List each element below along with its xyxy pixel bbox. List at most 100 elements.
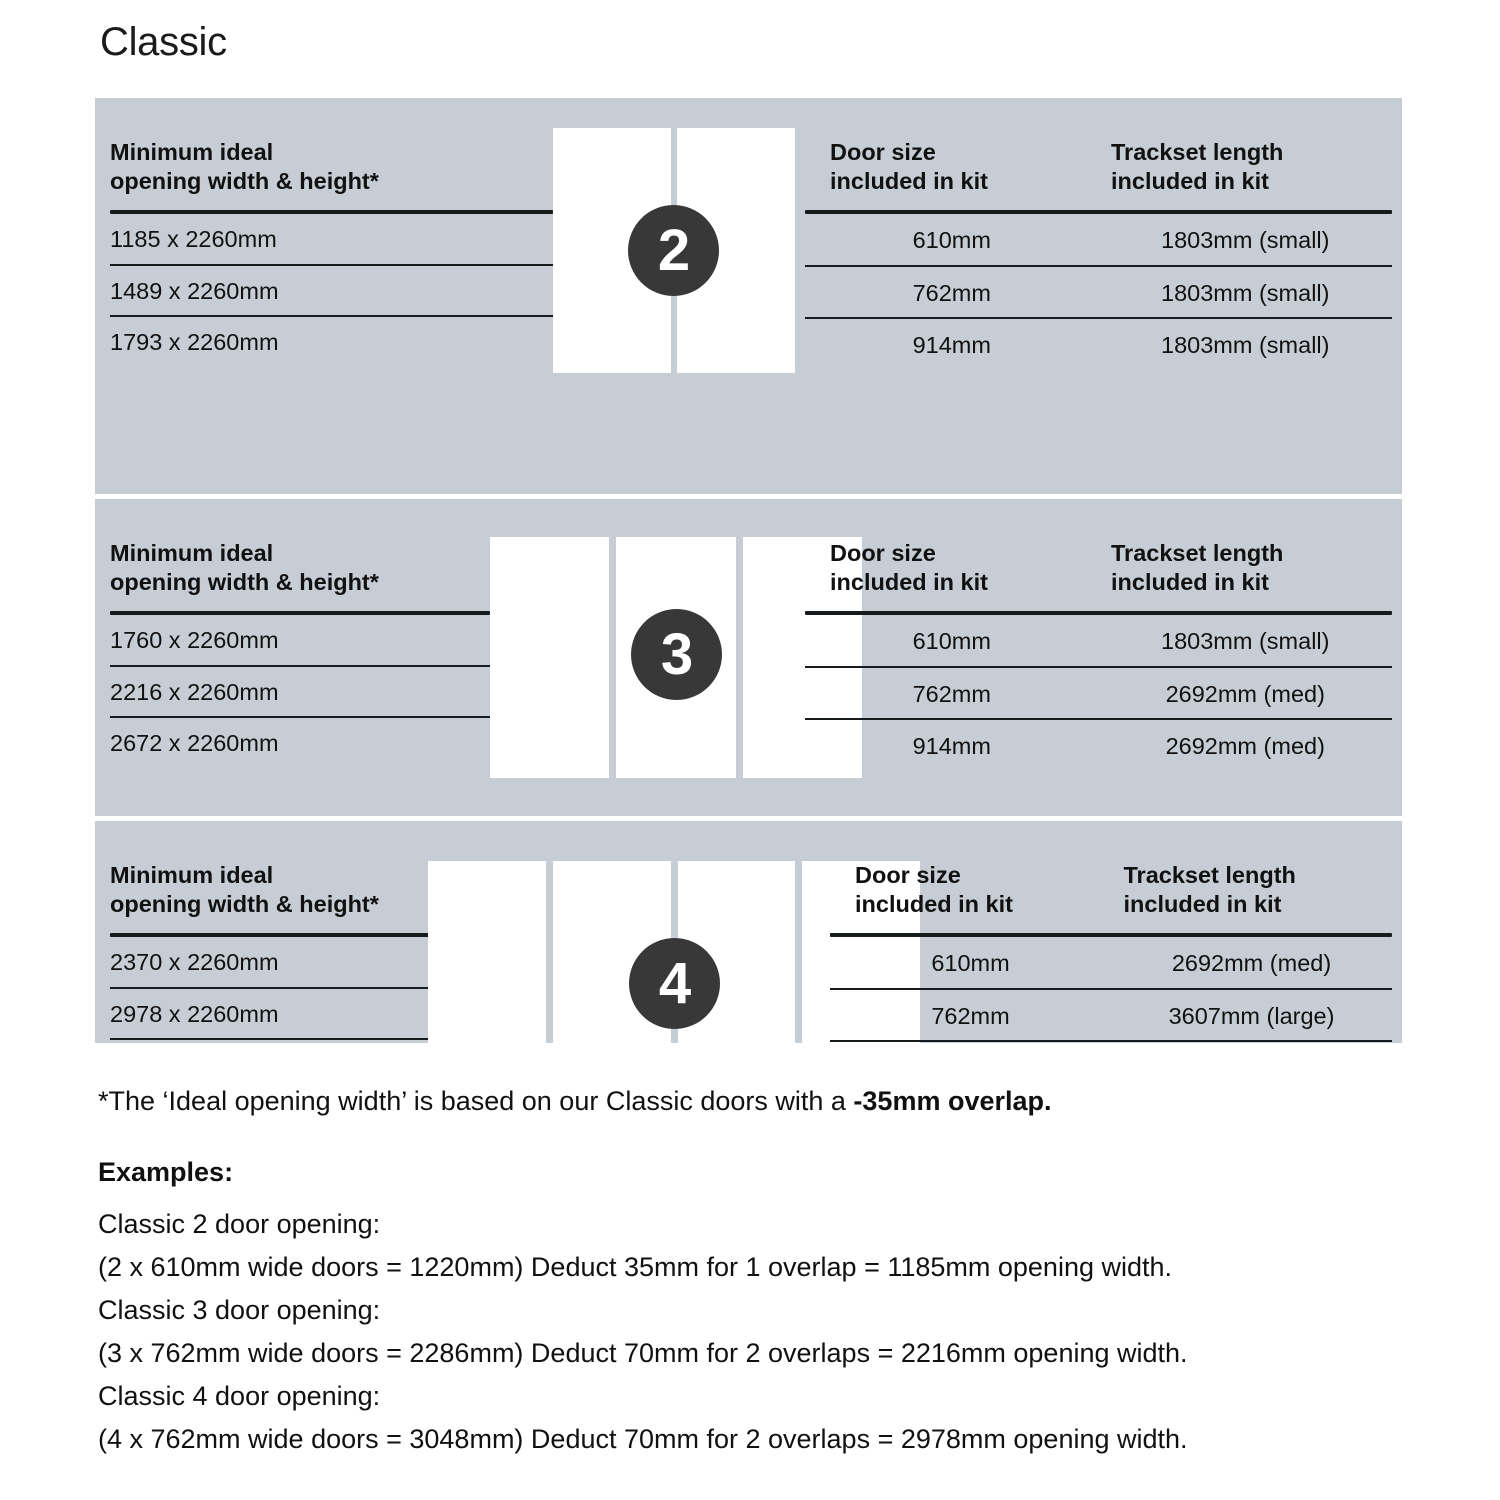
opening-value: 2978 x 2260mm bbox=[110, 1000, 279, 1027]
door-size-value: 914mm bbox=[912, 733, 991, 760]
row-rule bbox=[110, 664, 490, 667]
opening-value: 1185 x 2260mm bbox=[110, 226, 277, 253]
door-size-value: 762mm bbox=[912, 680, 991, 707]
trackset-value: 3607mm (large) bbox=[1168, 1002, 1335, 1029]
opening-value: 1489 x 2260mm bbox=[110, 277, 279, 304]
trackset-value: 1803mm (small) bbox=[1161, 279, 1330, 306]
example-line: Classic 4 door opening: bbox=[98, 1381, 381, 1411]
row-rule bbox=[805, 665, 1392, 668]
table-row: 762mm 3607mm (large) bbox=[830, 990, 1392, 1041]
kit-table-2: Door size included in kit Trackset lengt… bbox=[805, 138, 1392, 370]
header-rule bbox=[110, 933, 435, 938]
trackset-value: 2692mm (med) bbox=[1165, 733, 1325, 760]
examples-list: Classic 2 door opening: (2 x 610mm wide … bbox=[98, 1203, 1188, 1461]
header-rule bbox=[830, 933, 1392, 938]
header-rule bbox=[110, 611, 490, 616]
opening-value: 1793 x 2260mm bbox=[110, 329, 279, 356]
section-3-door: Minimum ideal opening width & height* 17… bbox=[95, 499, 1402, 816]
openings-table-2: Minimum ideal opening width & height* 11… bbox=[110, 138, 553, 367]
row-rule bbox=[110, 716, 490, 719]
table-row: 610mm 2692mm (med) bbox=[830, 937, 1392, 988]
row-rule bbox=[830, 1040, 1392, 1043]
table-row: 762mm 1803mm (small) bbox=[805, 267, 1392, 318]
opening-value: 2216 x 2260mm bbox=[110, 678, 279, 705]
door-panel bbox=[428, 861, 546, 1108]
section-2-door: Minimum ideal opening width & height* 11… bbox=[95, 98, 1402, 494]
spec-panel: Minimum ideal opening width & height* 11… bbox=[95, 98, 1402, 1108]
door-count-badge-2: 2 bbox=[628, 205, 719, 296]
table-row: 1185 x 2260mm bbox=[110, 214, 553, 266]
door-size-header: Door size included in kit bbox=[830, 139, 988, 195]
door-size-value: 914mm bbox=[912, 332, 991, 359]
door-diagram-4 bbox=[428, 861, 920, 1108]
row-rule bbox=[805, 264, 1392, 267]
door-count-badge-4: 4 bbox=[629, 938, 720, 1029]
door-size-value: 762mm bbox=[912, 279, 991, 306]
header-rule bbox=[805, 611, 1392, 616]
footnote: *The ‘Ideal opening width’ is based on o… bbox=[98, 1085, 1052, 1117]
trackset-value: 1803mm (small) bbox=[1161, 628, 1330, 655]
door-count-badge-3: 3 bbox=[631, 609, 722, 700]
trackset-value: 1803mm (small) bbox=[1161, 332, 1330, 359]
door-panel bbox=[742, 537, 862, 778]
example-line: (3 x 762mm wide doors = 2286mm) Deduct 7… bbox=[98, 1338, 1188, 1368]
door-size-value: 762mm bbox=[931, 1002, 1010, 1029]
examples-title: Examples: bbox=[98, 1157, 234, 1187]
row-rule bbox=[110, 263, 553, 266]
footnote-bold: -35mm overlap. bbox=[853, 1086, 1052, 1116]
footnote-plain: *The ‘Ideal opening width’ is based on o… bbox=[98, 1086, 854, 1116]
table-row: 914mm 2692mm (med) bbox=[805, 720, 1392, 771]
opening-value: 1760 x 2260mm bbox=[110, 627, 279, 654]
section-divider-1 bbox=[95, 494, 1402, 499]
trackset-header: Trackset length included in kit bbox=[1123, 862, 1296, 918]
trackset-value: 2692mm (med) bbox=[1165, 680, 1325, 707]
example-line: (4 x 762mm wide doors = 3048mm) Deduct 7… bbox=[98, 1424, 1188, 1454]
door-size-value: 610mm bbox=[912, 227, 991, 254]
trackset-header: Trackset length included in kit bbox=[1111, 139, 1284, 195]
header-rule bbox=[805, 210, 1392, 215]
trackset-value: 2692mm (med) bbox=[1171, 950, 1332, 977]
openings-table-3: Minimum ideal opening width & height* 17… bbox=[110, 539, 490, 768]
row-rule bbox=[830, 987, 1392, 990]
door-size-header: Door size included in kit bbox=[830, 540, 988, 596]
section-divider-2 bbox=[95, 816, 1402, 821]
openings-header: Minimum ideal opening width & height* bbox=[110, 862, 379, 918]
example-line: Classic 3 door opening: bbox=[98, 1295, 381, 1325]
openings-header: Minimum ideal opening width & height* bbox=[110, 139, 379, 195]
kit-table-4: Door size included in kit Trackset lengt… bbox=[830, 861, 1392, 1043]
door-size-value: 610mm bbox=[912, 628, 991, 655]
section-4-door: Minimum ideal opening width & height* 23… bbox=[95, 821, 1402, 1108]
kit-table-3: Door size included in kit Trackset lengt… bbox=[805, 539, 1392, 771]
table-row: 1793 x 2260mm bbox=[110, 317, 553, 367]
opening-value: 2370 x 2260mm bbox=[110, 949, 279, 976]
table-row: 914mm 1803mm (small) bbox=[805, 319, 1392, 370]
openings-header: Minimum ideal opening width & height* bbox=[110, 540, 379, 596]
page-title: Classic bbox=[100, 20, 227, 64]
table-row: 762mm 2692mm (med) bbox=[805, 668, 1392, 719]
table-row: 2216 x 2260mm bbox=[110, 667, 490, 719]
door-size-value: 610mm bbox=[931, 950, 1010, 977]
table-row: 1760 x 2260mm bbox=[110, 615, 490, 667]
openings-table-4: Minimum ideal opening width & height* 23… bbox=[110, 861, 435, 1041]
door-diagram-3 bbox=[490, 537, 862, 778]
table-row: 610mm 1803mm (small) bbox=[805, 615, 1392, 666]
table-row: 610mm 1803mm (small) bbox=[805, 214, 1392, 265]
row-rule bbox=[805, 718, 1392, 721]
table-row: 2672 x 2260mm bbox=[110, 718, 490, 768]
header-rule bbox=[110, 210, 553, 215]
door-panel bbox=[802, 861, 920, 1108]
row-rule bbox=[110, 315, 553, 318]
row-rule bbox=[110, 1038, 435, 1041]
table-row: 2978 x 2260mm bbox=[110, 989, 435, 1041]
table-row: 2370 x 2260mm bbox=[110, 937, 435, 989]
example-line: Classic 2 door opening: bbox=[98, 1209, 381, 1239]
row-rule bbox=[110, 986, 435, 989]
trackset-value: 1803mm (small) bbox=[1161, 227, 1330, 254]
table-row: 1489 x 2260mm bbox=[110, 266, 553, 318]
door-size-header: Door size included in kit bbox=[855, 862, 1013, 918]
example-line: (2 x 610mm wide doors = 1220mm) Deduct 3… bbox=[98, 1252, 1173, 1282]
door-panel bbox=[490, 537, 610, 778]
trackset-header: Trackset length included in kit bbox=[1111, 540, 1284, 596]
opening-value: 2672 x 2260mm bbox=[110, 730, 279, 757]
row-rule bbox=[805, 317, 1392, 320]
